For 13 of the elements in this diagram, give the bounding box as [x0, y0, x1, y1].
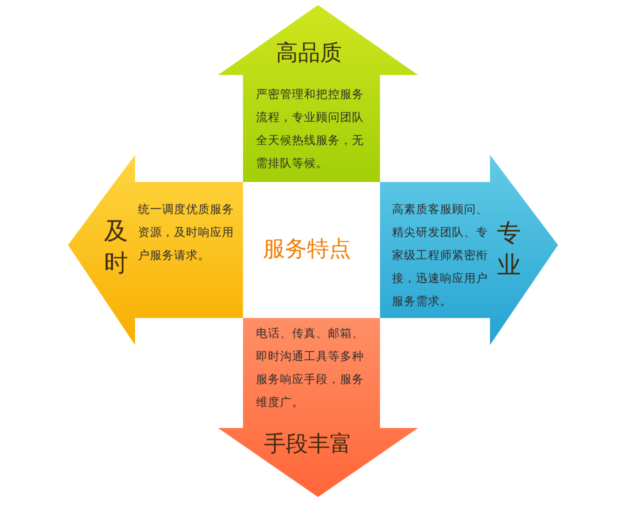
arrow-shape — [218, 5, 418, 182]
arrow-shape — [380, 155, 558, 345]
arrow-shape — [68, 155, 243, 345]
arrow-heading: 及时 — [103, 216, 129, 279]
arrow-heading: 高品质 — [276, 41, 342, 67]
description-text: 高素质客服顾问、精尖研发团队、专家级工程师紧密衔接，迅速响应用户服务需求。 — [392, 201, 489, 310]
arrow-shape — [218, 318, 418, 497]
arrow-heading: 专业 — [496, 218, 522, 281]
center-label: 服务特点 — [263, 236, 351, 264]
description-text: 统一调度优质服务资源，及时响应用户服务请求。 — [138, 201, 235, 264]
description-text: 严密管理和把控服务流程，专业顾问团队全天候热线服务，无需排队等候。 — [256, 86, 365, 172]
arrow-heading: 手段丰富 — [264, 432, 352, 458]
description-text: 电话、传真、邮箱、即时沟通工具等多种服务响应手段，服务维度广。 — [256, 325, 365, 411]
